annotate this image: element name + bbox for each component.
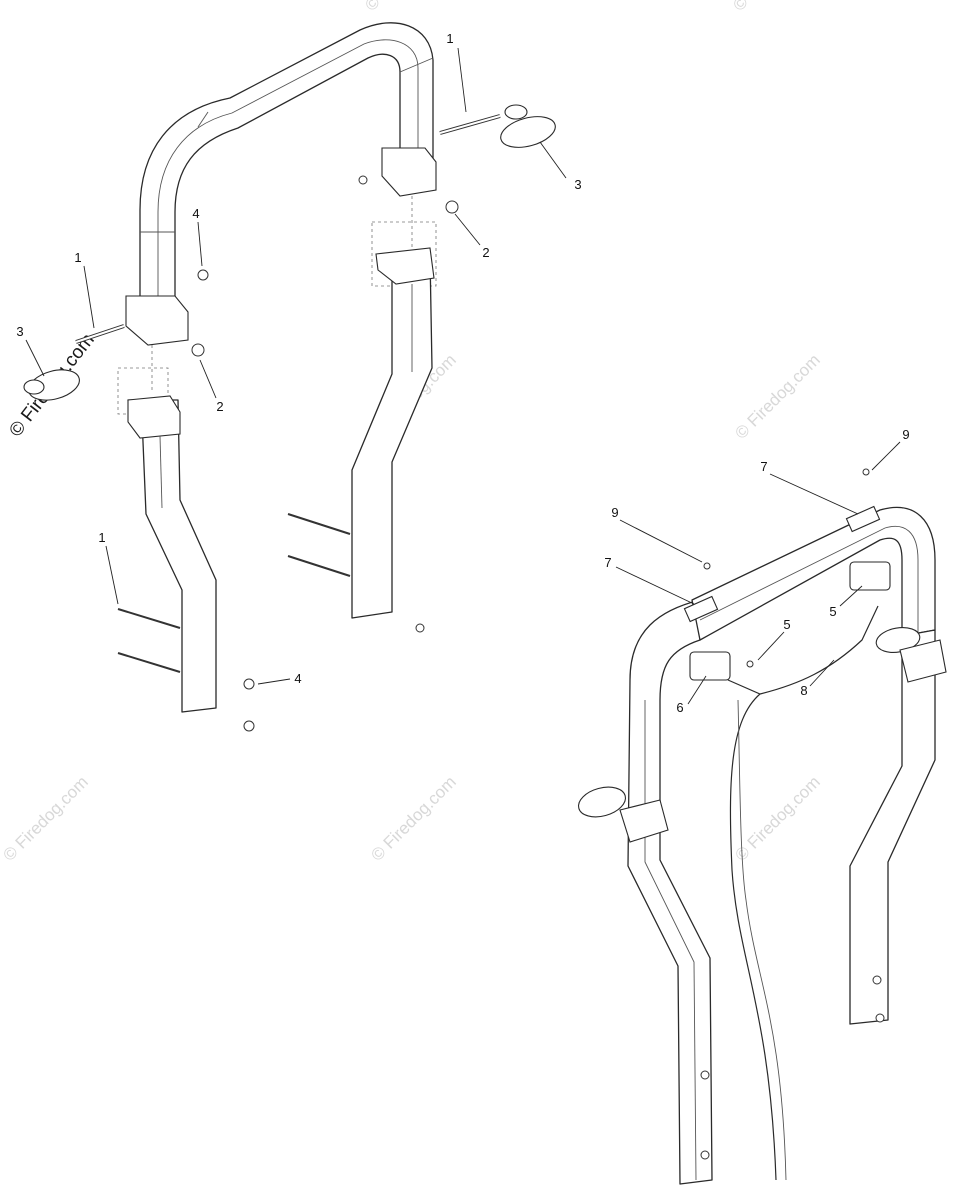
callout-left-4-bottom: 4 bbox=[294, 671, 301, 686]
leader-left-1-bottom bbox=[105, 545, 119, 605]
callout-left-1-bottom: 1 bbox=[98, 530, 105, 545]
left-lower-bracket bbox=[127, 395, 181, 439]
leader-left-4-bottom bbox=[257, 678, 291, 685]
assy-crossbar bbox=[691, 506, 936, 641]
leader-assy-6 bbox=[687, 675, 707, 705]
callout-assy-9-top: 9 bbox=[902, 427, 909, 442]
right-pin-assembly bbox=[439, 104, 556, 148]
leader-right-2 bbox=[454, 213, 481, 246]
assy-left-pin bbox=[577, 786, 627, 818]
strap-right bbox=[845, 505, 881, 533]
callout-right-3: 3 bbox=[574, 177, 581, 192]
leader-right-3 bbox=[539, 141, 567, 179]
leader-left-2 bbox=[199, 359, 217, 399]
upper-hoop-edge bbox=[157, 39, 419, 318]
assy-right-hinge bbox=[899, 639, 947, 683]
left-pin-ring bbox=[23, 379, 45, 395]
left-locknut-mid bbox=[243, 678, 255, 690]
assy-leg-bolt-4 bbox=[875, 1013, 885, 1023]
assy-leg-bolt-3 bbox=[872, 975, 882, 985]
leader-assy-5-left bbox=[839, 585, 863, 607]
callout-assy-7-top: 7 bbox=[760, 459, 767, 474]
right-lower-leg bbox=[351, 255, 433, 619]
left-locknut-top bbox=[197, 269, 209, 281]
leader-assy-9-top bbox=[871, 441, 901, 471]
right-lynch-pin bbox=[500, 116, 556, 148]
leader-right-1 bbox=[457, 47, 467, 113]
assy-left-post bbox=[627, 599, 713, 1185]
upper-hoop bbox=[139, 22, 434, 319]
left-lower-leg bbox=[127, 399, 217, 713]
left-pin-assembly bbox=[23, 324, 125, 401]
right-locknut-top bbox=[358, 175, 368, 185]
assy-leg-bolt-1 bbox=[700, 1070, 710, 1080]
leader-assy-9-left bbox=[619, 519, 703, 563]
leader-left-4-top bbox=[197, 221, 203, 267]
callout-right-2: 2 bbox=[482, 245, 489, 260]
assy-leg-bolt-2 bbox=[700, 1150, 710, 1160]
assy-crossbar-edge bbox=[699, 525, 919, 632]
callout-left-2: 2 bbox=[216, 399, 223, 414]
leader-assy-8 bbox=[809, 659, 835, 687]
strap-left bbox=[683, 595, 719, 623]
watermark-low-left: © Firedog.com bbox=[0, 772, 92, 864]
right-align-box bbox=[371, 221, 437, 287]
right-upper-bracket bbox=[381, 147, 437, 197]
callout-numbers: 1 3 2 4 1 3 2 1 4 9 7 9 7 5 5 8 6 bbox=[16, 31, 909, 715]
leader-assy-7-left bbox=[615, 566, 695, 605]
leader-lines bbox=[25, 47, 901, 705]
watermark-low-right: © Firedog.com bbox=[731, 772, 823, 864]
callout-assy-8: 8 bbox=[800, 683, 807, 698]
leader-assy-5-right bbox=[757, 631, 785, 661]
leader-left-3 bbox=[25, 339, 45, 377]
callout-assy-9-left: 9 bbox=[611, 505, 618, 520]
left-upper-bracket bbox=[125, 295, 189, 346]
right-bolt-upper bbox=[287, 513, 351, 535]
callout-right-1: 1 bbox=[446, 31, 453, 46]
callout-assy-5-left: 5 bbox=[829, 604, 836, 619]
left-knob bbox=[191, 343, 205, 357]
exploded-roll-bar bbox=[23, 22, 556, 732]
left-leg-edge bbox=[159, 435, 163, 509]
wire-harness-inner bbox=[737, 699, 787, 1181]
light-right bbox=[849, 561, 891, 591]
leader-left-1-top bbox=[83, 265, 95, 329]
right-knob bbox=[445, 200, 459, 214]
assy-right-post bbox=[849, 629, 936, 1025]
right-lower-bracket bbox=[375, 247, 435, 285]
screw-left bbox=[703, 562, 711, 570]
right-locknut-low bbox=[415, 623, 425, 633]
watermark-mid-right: © Firedog.com bbox=[731, 350, 823, 442]
hoop-seam-1 bbox=[197, 111, 209, 128]
leader-assy-7-top bbox=[769, 473, 859, 515]
assy-left-hinge bbox=[619, 799, 669, 843]
left-bolt-upper bbox=[117, 608, 181, 629]
right-bolt-lower bbox=[287, 555, 351, 577]
callout-assy-5-right: 5 bbox=[783, 617, 790, 632]
hoop-seam-2 bbox=[399, 57, 434, 73]
connector bbox=[746, 660, 754, 668]
right-pin-ring bbox=[504, 104, 528, 120]
watermark-low-center: © Firedog.com bbox=[367, 772, 459, 864]
watermark-top-right: © Firedog.com bbox=[729, 0, 821, 15]
light-left bbox=[689, 651, 731, 681]
left-locknut-low bbox=[243, 720, 255, 732]
left-bolt-lower bbox=[117, 652, 181, 673]
wire-harness bbox=[727, 605, 879, 1181]
callout-assy-7-left: 7 bbox=[604, 555, 611, 570]
watermark-top-center: © Firedog.com bbox=[361, 0, 453, 15]
assembled-roll-bar bbox=[577, 468, 947, 1185]
screw-right bbox=[862, 468, 870, 476]
callout-assy-6: 6 bbox=[676, 700, 683, 715]
callout-left-4-top: 4 bbox=[192, 206, 199, 221]
assy-left-edge bbox=[644, 700, 697, 1181]
callout-left-3: 3 bbox=[16, 324, 23, 339]
callout-left-1-top: 1 bbox=[74, 250, 81, 265]
